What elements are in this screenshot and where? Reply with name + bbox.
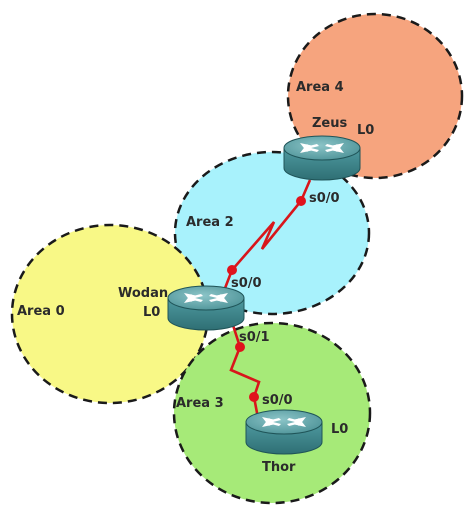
router-thor: Thor L0 (245, 409, 348, 475)
wodan-s0-0-label: s0/0 (231, 276, 262, 291)
area-0-label: Area 0 (17, 304, 65, 319)
router-zeus-name: Zeus (312, 116, 347, 131)
zeus-s0-0-label: s0/0 (309, 191, 340, 206)
router-wodan-loopback: L0 (143, 305, 160, 320)
area-3-label: Area 3 (176, 396, 224, 411)
wodan-s0-1-label: s0/1 (239, 330, 270, 345)
router-icon (167, 285, 245, 331)
router-zeus-loopback: L0 (357, 123, 374, 138)
router-thor-name: Thor (262, 460, 296, 475)
thor-s0-0-endpoint (249, 392, 259, 402)
router-wodan-name: Wodan (118, 286, 168, 301)
zeus-s0-0-endpoint (296, 196, 306, 206)
area-2-circle (173, 150, 371, 316)
thor-s0-0-label: s0/0 (262, 393, 293, 408)
router-zeus: Zeus L0 (283, 116, 374, 181)
router-icon (245, 409, 323, 455)
router-thor-loopback: L0 (331, 422, 348, 437)
area-4-label: Area 4 (296, 80, 344, 95)
router-wodan: Wodan L0 (118, 285, 245, 331)
area-2-label: Area 2 (186, 215, 234, 230)
wodan-s0-1-endpoint (235, 342, 245, 352)
wodan-s0-0-endpoint (227, 265, 237, 275)
router-icon (283, 135, 361, 181)
